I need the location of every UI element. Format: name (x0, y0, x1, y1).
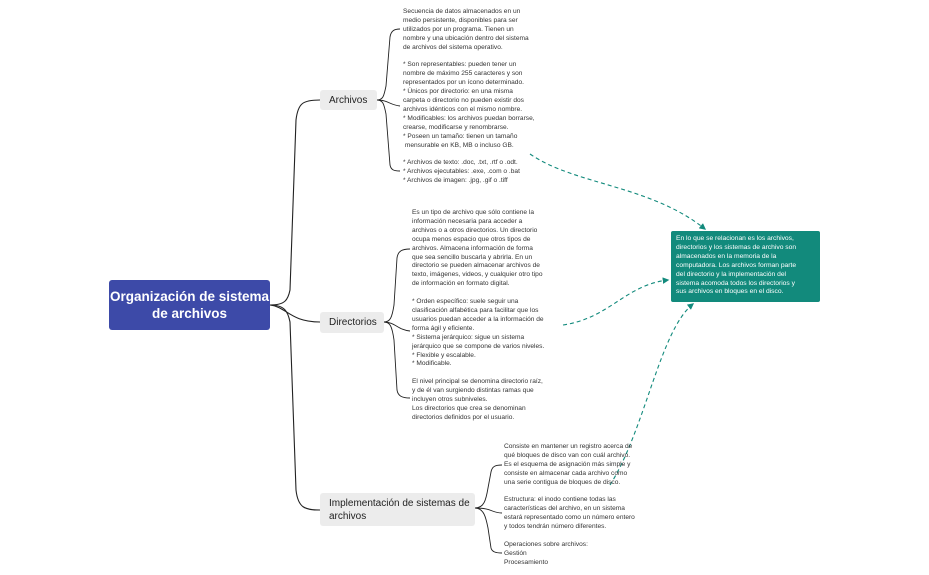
arrow-implementacion-callout (609, 303, 695, 486)
root-title: Organización de sistema de archivos (109, 289, 270, 321)
directorios-connectors (383, 248, 411, 399)
connector-archivos (269, 99, 321, 306)
arrow-archivos-callout (529, 153, 707, 230)
directorios-note1-link (383, 248, 411, 323)
connector-implementacion (269, 304, 321, 511)
branch-directorios[interactable]: Directorios (320, 312, 384, 333)
directorios-note3-link (383, 321, 411, 399)
branch-directorios-label: Directorios (329, 317, 377, 328)
branch-implementacion[interactable]: Implementación de sistemas de archivos (320, 493, 475, 526)
implementacion-note-1: Consiste en mantener un registro acerca … (504, 443, 633, 486)
root-topic[interactable]: Organización de sistema de archivos (109, 280, 270, 330)
implementacion-note3-link (474, 507, 503, 554)
branch-archivos[interactable]: Archivos (320, 90, 377, 110)
implementacion-note1-link (474, 464, 503, 509)
relationship-arrows (529, 153, 707, 486)
branch-archivos-label: Archivos (329, 94, 368, 106)
archivos-note3-link (376, 99, 401, 172)
archivos-note: Secuencia de datos almacenados en un med… (403, 8, 535, 185)
directorios-note: Es un tipo de archivo que sólo contiene … (412, 209, 545, 421)
root-connectors (269, 99, 321, 511)
implementacion-connectors (474, 464, 503, 554)
archivos-connectors (376, 28, 401, 172)
relationship-callout[interactable]: En lo que se relacionan es los archivos,… (671, 231, 820, 302)
connector-directorios (269, 304, 321, 323)
archivos-note1-link (376, 28, 401, 101)
implementacion-note2-link (474, 507, 503, 514)
implementacion-note-2: Estructura: el inodo contiene todas las … (504, 496, 635, 530)
arrow-directorios-callout (562, 277, 670, 326)
branch-implementacion-label: Implementación de sistemas de archivos (329, 497, 470, 522)
implementacion-note-3: Operaciones sobre archivos: Gestión Proc… (504, 541, 588, 566)
